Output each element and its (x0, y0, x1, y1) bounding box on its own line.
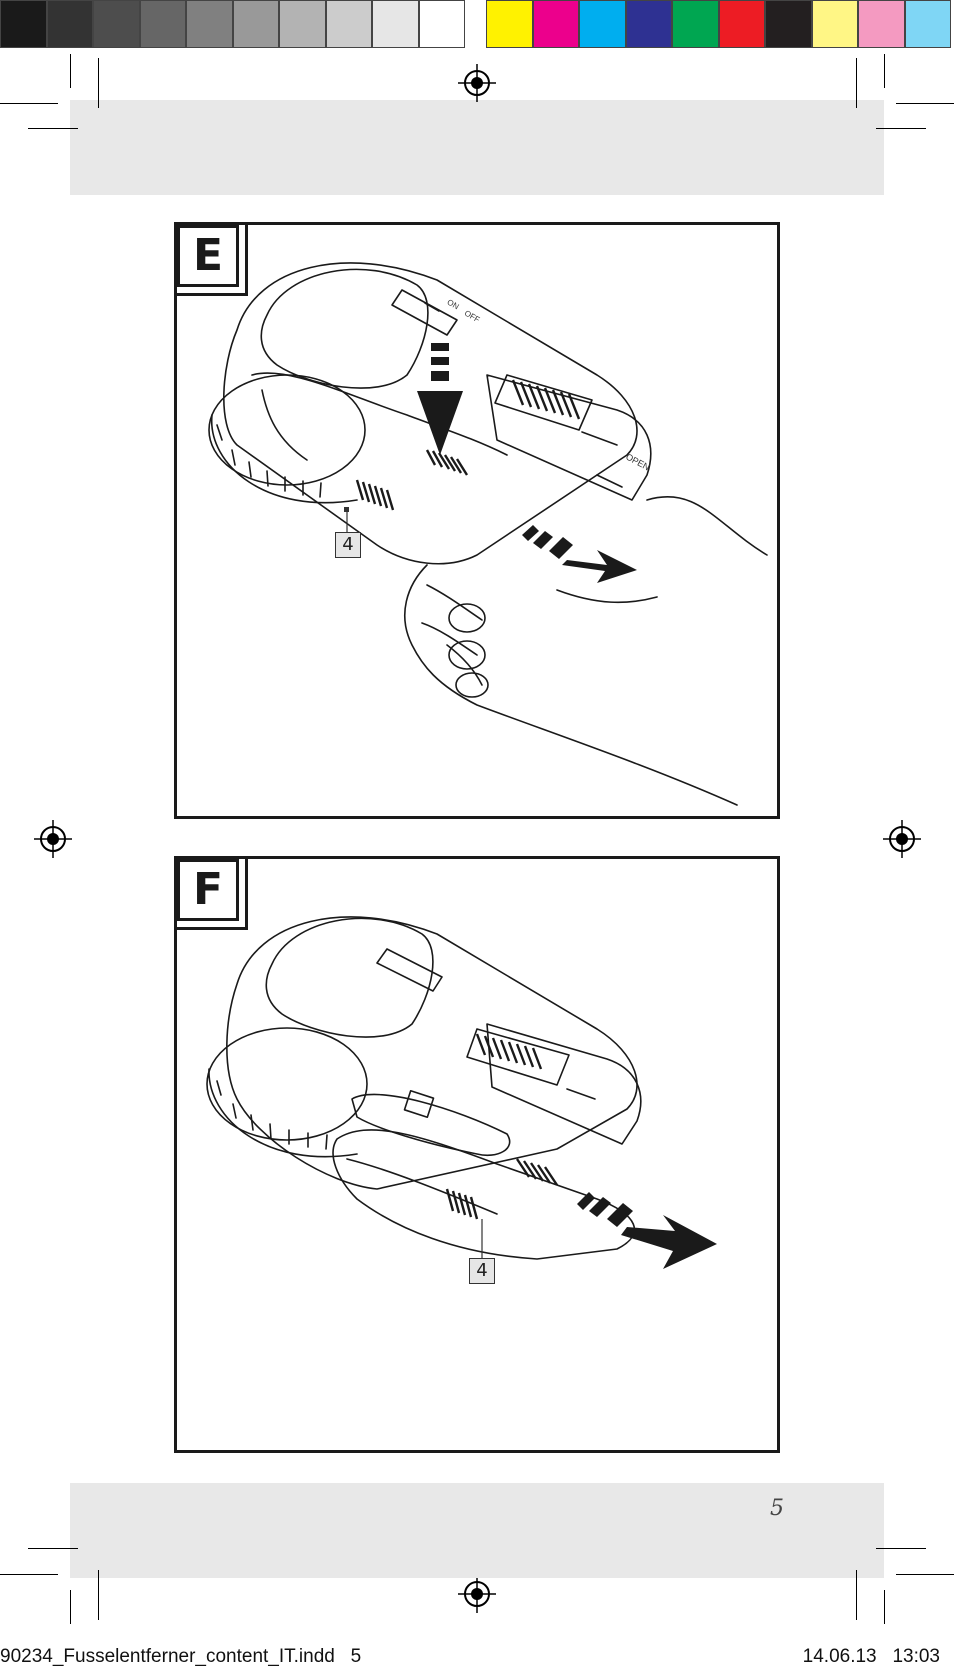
color-swatch (765, 0, 812, 48)
figure-f-panel: F (174, 856, 780, 1453)
color-swatch (811, 0, 858, 48)
crop-mark (884, 54, 885, 88)
crop-mark (896, 1574, 954, 1575)
footer-band (70, 1483, 884, 1578)
color-swatch (625, 0, 672, 48)
figure-e-label: E (177, 225, 239, 287)
gray-swatch (325, 0, 372, 48)
gray-swatch (0, 0, 47, 48)
crop-mark (876, 1548, 926, 1549)
figure-f-label-frame (174, 856, 248, 930)
gray-swatch (279, 0, 326, 48)
color-swatch (858, 0, 905, 48)
callout-part-4: 4 (469, 1258, 495, 1284)
lint-remover-container-removed-illustration (206, 916, 717, 1269)
registration-mark-icon (458, 64, 496, 102)
crop-mark (70, 54, 71, 88)
callout-part-4: 4 (335, 532, 361, 558)
color-swatch (486, 0, 533, 48)
gray-swatch (46, 0, 93, 48)
crop-mark (98, 58, 99, 108)
gray-swatch (186, 0, 233, 48)
crop-mark (876, 128, 926, 129)
page-number: 5 (770, 1496, 784, 1521)
crop-mark (28, 128, 78, 129)
figure-f-label: F (177, 859, 239, 921)
crop-mark (896, 103, 954, 104)
crop-mark (0, 103, 58, 104)
crop-mark (856, 1570, 857, 1620)
color-swatch (579, 0, 626, 48)
crop-mark (884, 1590, 885, 1624)
registration-mark-icon (34, 820, 72, 858)
lint-remover-illustration (208, 262, 768, 806)
color-swatch (904, 0, 951, 48)
color-swatch (718, 0, 765, 48)
gray-swatch (418, 0, 465, 48)
crop-mark (70, 1590, 71, 1624)
crop-mark (28, 1548, 78, 1549)
figure-e-panel: E (174, 222, 780, 819)
color-swatch (532, 0, 579, 48)
registration-mark-icon (883, 820, 921, 858)
crop-mark (98, 1570, 99, 1620)
registration-mark-icon (458, 1575, 496, 1613)
gray-swatch (232, 0, 279, 48)
color-swatch (672, 0, 719, 48)
color-calibration-bar (0, 0, 954, 50)
crop-mark (856, 58, 857, 108)
gray-swatch (372, 0, 419, 48)
footer-filename: 90234_Fusselentferner_content_IT.indd 5 (0, 1646, 362, 1667)
figure-e-label-frame (174, 222, 248, 296)
footer-timestamp: 14.06.13 13:03 (802, 1646, 940, 1667)
crop-mark (0, 1574, 58, 1575)
header-band (70, 100, 884, 195)
gray-swatch (93, 0, 140, 48)
gray-swatch (139, 0, 186, 48)
